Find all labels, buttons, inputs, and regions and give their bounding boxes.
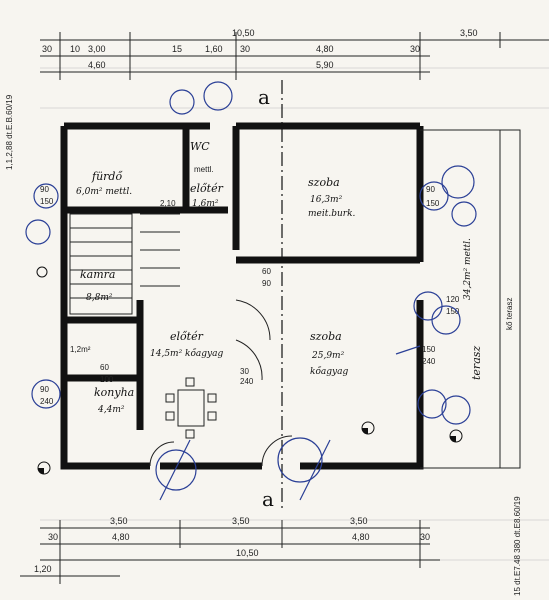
room-furdo-extra: 2,10 (160, 199, 176, 208)
top-dim-6: 30 (240, 44, 250, 54)
room-wc-name: WC (190, 140, 210, 153)
opening-4-bottom: 150 (446, 307, 460, 316)
staircase (69, 213, 180, 315)
bottom-dim-6: 4,80 (352, 532, 370, 542)
top-dim-2: 10 (70, 44, 80, 54)
margin-left-text: 1,1,2,88 dt.E.B.60/19 (5, 94, 14, 170)
opening-labels: 90 150 60 90 90 150 120 150 150 240 60 1… (40, 185, 460, 406)
room-kamra-name: kamra (80, 268, 115, 281)
bottom-dim-4: 30 (48, 532, 58, 542)
opening-1-bottom: 150 (40, 197, 54, 206)
room-eloter-name: előtér (190, 182, 224, 195)
opening-8-top: 90 (40, 385, 49, 394)
room-szoba1-area: 16,3m² (310, 195, 343, 205)
ink-marks (25, 81, 477, 501)
bottom-total-dim: 10,50 (236, 548, 259, 558)
top-sub-dim-1: 4,60 (88, 60, 106, 70)
bottom-left-dim: 1,20 (34, 564, 52, 574)
top-dim-3: 3,00 (88, 44, 106, 54)
top-right-dim: 3,50 (460, 28, 478, 38)
top-sub-dim-2: 5,90 (316, 60, 334, 70)
room-terasz-name: terasz (470, 346, 483, 380)
top-total-dim: 10,50 (232, 28, 255, 38)
bottom-dim-5: 4,80 (112, 532, 130, 542)
margin-bottom-right-text: 15 dt.E7.48 380 dt.E8.60/19 (513, 496, 522, 596)
room-right-col: kő terasz (505, 298, 514, 330)
opening-5-bottom: 240 (422, 357, 436, 366)
top-dim-1: 30 (42, 44, 52, 54)
bottom-dim-3: 3,50 (350, 516, 368, 526)
top-dim-5: 1,60 (205, 44, 223, 54)
section-marker-bottom: a (262, 487, 274, 511)
room-szoba2-name: szoba (310, 330, 342, 343)
room-kamra2-area: 1,2m² (70, 345, 91, 354)
door-swings (149, 299, 293, 467)
opening-8-bottom: 240 (40, 397, 54, 406)
bottom-dimension-lines (20, 520, 440, 584)
room-konyha-name: konyha (94, 386, 134, 399)
opening-6-bottom: 100 (100, 375, 114, 384)
opening-3-bottom: 150 (426, 199, 440, 208)
top-dim-7: 4,80 (316, 44, 334, 54)
room-wc-note: mettl. (194, 165, 214, 174)
opening-3-top: 90 (426, 185, 435, 194)
room-eloter-area: 1,6m² (192, 199, 219, 209)
opening-6-top: 60 (100, 363, 109, 372)
top-dim-8: 30 (410, 44, 420, 54)
opening-2-top: 60 (262, 267, 271, 276)
opening-4-top: 120 (446, 295, 460, 304)
room-eloter2-area: 14,5m² kőagyag (150, 348, 223, 359)
opening-5-top: 150 (422, 345, 436, 354)
dining-table (165, 377, 217, 439)
room-szoba1-floor: meit.burk. (308, 209, 356, 219)
room-szoba2-area: 25,9m² (311, 351, 345, 361)
room-szoba2-floor: kőagyag (310, 366, 348, 377)
top-dim-4: 15 (172, 44, 182, 54)
opening-7-top: 30 (240, 367, 249, 376)
opening-1-top: 90 (40, 185, 49, 194)
opening-2-bottom: 90 (262, 279, 271, 288)
bottom-dim-7: 30 (420, 532, 430, 542)
room-kamra-area: 8,8m² (86, 293, 113, 303)
room-eloter2-name: előtér (170, 330, 204, 343)
room-furdo-area: 6,0m² mettl. (76, 187, 132, 197)
opening-7-bottom: 240 (240, 377, 254, 386)
top-dimension-lines (40, 32, 549, 80)
bottom-dim-2: 3,50 (232, 516, 250, 526)
room-furdo-name: fürdő (91, 170, 123, 183)
room-szoba1-name: szoba (308, 176, 340, 189)
section-marker-top: a (258, 85, 270, 109)
level-markers (36, 266, 463, 475)
bottom-dim-1: 3,50 (110, 516, 128, 526)
room-terasz-area: 34,2m² mettl. (463, 238, 473, 300)
room-konyha-area: 4,4m² (97, 405, 125, 415)
